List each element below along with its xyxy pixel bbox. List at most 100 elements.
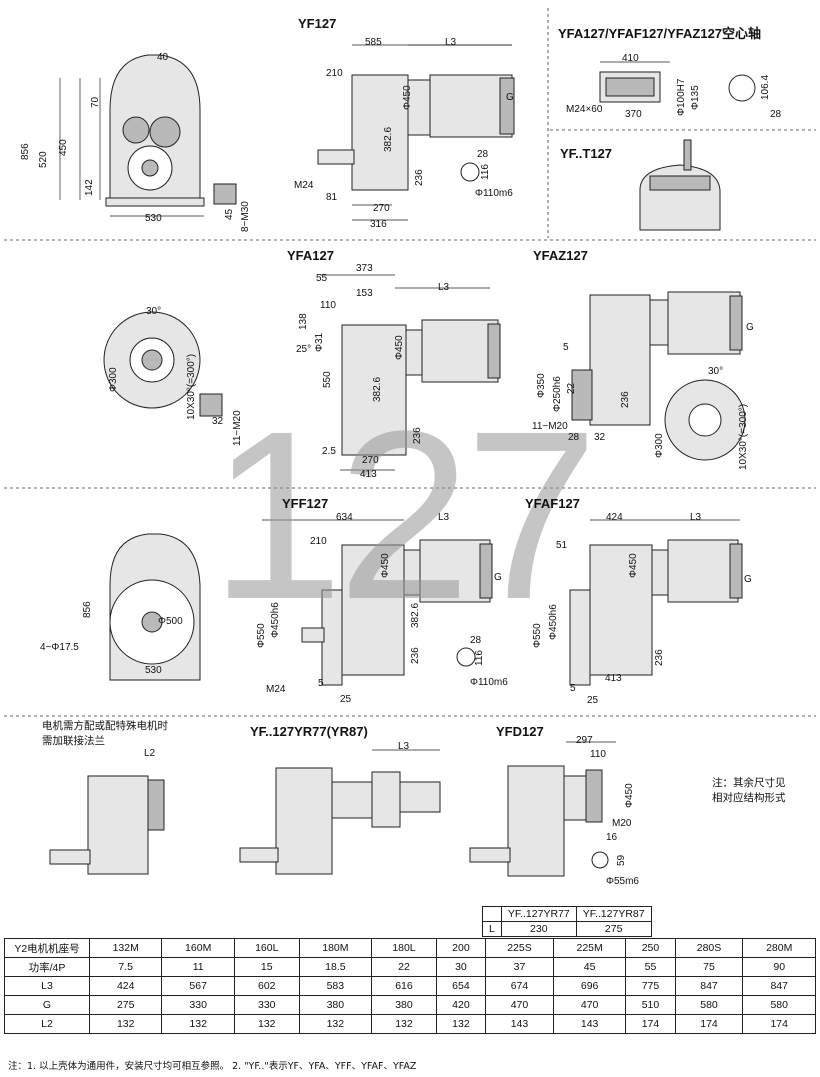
dim-label: 413 xyxy=(360,469,377,480)
dim-label: 153 xyxy=(356,288,373,299)
bottom-views xyxy=(49,741,616,877)
dim-label: 142 xyxy=(84,179,95,196)
dim-label: Φ450 xyxy=(402,85,413,110)
title-yfa127: YFA127 xyxy=(287,248,334,263)
dim-label: 30° xyxy=(708,366,724,377)
dim-label: 382.6 xyxy=(410,602,421,628)
dim-label: 530 xyxy=(145,213,162,224)
table-cell: 847 xyxy=(674,976,744,996)
dim-label: 11−M20 xyxy=(232,410,243,446)
table-cell: 583 xyxy=(298,976,373,996)
dim-label: 45 xyxy=(224,208,235,220)
dim-label: L3 xyxy=(445,37,457,48)
dim-label: Φ450 xyxy=(628,553,639,578)
dim-label: 634 xyxy=(336,512,353,523)
table-cell: 275 xyxy=(88,995,163,1015)
dim-label: 25 xyxy=(587,695,599,706)
table-cell: 580 xyxy=(742,995,816,1015)
dim-label: 59 xyxy=(616,854,627,866)
table-cell: 275 xyxy=(575,921,652,937)
table-cell: 160L xyxy=(233,938,300,958)
dim-label: M24×60 xyxy=(566,104,603,115)
title-yft127: YF..T127 xyxy=(560,146,613,161)
dim-label: 110 xyxy=(320,300,336,311)
row-header-cell: 功率/4P xyxy=(4,957,90,977)
dim-label: 70 xyxy=(90,96,101,108)
table-cell: 654 xyxy=(435,976,487,996)
flange-note-line-1: 电机需方配或配特殊电机时 xyxy=(42,720,168,732)
dim-label: 10X30°(=300°) xyxy=(186,353,197,420)
dim-label: 236 xyxy=(414,169,425,186)
dim-label: L2 xyxy=(144,748,156,759)
table-cell: 174 xyxy=(674,1014,744,1034)
title-yfd127: YFD127 xyxy=(496,724,544,739)
front-view-top xyxy=(59,54,237,217)
dim-label: M20 xyxy=(612,818,632,829)
flange-note-line-2: 需加联接法兰 xyxy=(42,735,105,747)
table-cell: L xyxy=(482,921,502,937)
dim-label: G xyxy=(494,572,502,583)
dim-label: 110 xyxy=(590,749,606,760)
table-cell: 225M xyxy=(552,938,627,958)
dim-label: L3 xyxy=(438,282,450,293)
dim-label: 382.6 xyxy=(383,126,394,152)
dim-label: 5 xyxy=(318,678,324,689)
yf127-side-view xyxy=(317,44,515,221)
table-cell: 250 xyxy=(625,938,676,958)
dim-label: 32 xyxy=(594,432,606,443)
table-cell: 132 xyxy=(371,1014,437,1034)
table-cell: 22 xyxy=(371,957,437,977)
yff127-views xyxy=(109,519,493,686)
other-dims-note-line-1: 注：其余尺寸见 xyxy=(712,777,786,789)
section-dividers xyxy=(4,8,816,717)
dim-label: 856 xyxy=(82,601,93,618)
table-cell: 847 xyxy=(742,976,816,996)
dim-label: 55 xyxy=(316,273,328,284)
dim-label: 297 xyxy=(576,735,593,746)
table-cell: 775 xyxy=(625,976,676,996)
table-cell: 132 xyxy=(161,1014,235,1034)
table-cell: 470 xyxy=(485,995,554,1015)
dim-label: Φ450 xyxy=(380,553,391,578)
dim-label: 10X30°(=300°) xyxy=(738,403,749,470)
table-cell: 132 xyxy=(88,1014,163,1034)
table-cell: 180M xyxy=(298,938,373,958)
dim-label: Φ110m6 xyxy=(475,188,513,199)
table-cell: 143 xyxy=(552,1014,627,1034)
table-cell: 200 xyxy=(435,938,487,958)
table-cell: YF..127YR77 xyxy=(500,906,577,922)
table-cell: 424 xyxy=(88,976,163,996)
title-yfaz127: YFAZ127 xyxy=(533,248,588,263)
dim-label: L3 xyxy=(438,512,450,523)
table-cell: YF..127YR87 xyxy=(575,906,652,922)
yfa127-views xyxy=(103,274,501,471)
dim-label: 81 xyxy=(326,192,338,203)
dim-label: G xyxy=(746,322,754,333)
dim-label: 5 xyxy=(563,342,569,353)
dim-label: 116 xyxy=(480,164,491,180)
dim-label: 585 xyxy=(365,37,382,48)
dim-label: 25° xyxy=(296,344,312,355)
dim-label: 236 xyxy=(620,391,631,408)
dim-label: 30° xyxy=(146,306,162,317)
dim-label: 270 xyxy=(362,455,379,466)
table-cell: 7.5 xyxy=(88,957,163,977)
dim-label: 530 xyxy=(145,665,162,676)
yfaf127-views xyxy=(569,519,743,686)
title-hollow-shaft: YFA127/YFAF127/YFAZ127空心轴 xyxy=(558,26,762,41)
table-cell: 132M xyxy=(88,938,163,958)
table-cell: 174 xyxy=(742,1014,816,1034)
table-cell: 45 xyxy=(552,957,627,977)
dim-label: 8−M30 xyxy=(240,201,251,232)
dim-label: 28 xyxy=(470,635,482,646)
dim-label: Φ450h6 xyxy=(270,602,281,638)
table-cell: 18.5 xyxy=(298,957,373,977)
table-cell: 160M xyxy=(161,938,235,958)
title-yff127: YFF127 xyxy=(282,496,329,511)
other-dims-note-line-2: 相对应结构形式 xyxy=(712,792,786,804)
table-cell: 330 xyxy=(161,995,235,1015)
dim-label: 11−M20 xyxy=(532,421,568,432)
dim-label: M24 xyxy=(266,684,286,695)
